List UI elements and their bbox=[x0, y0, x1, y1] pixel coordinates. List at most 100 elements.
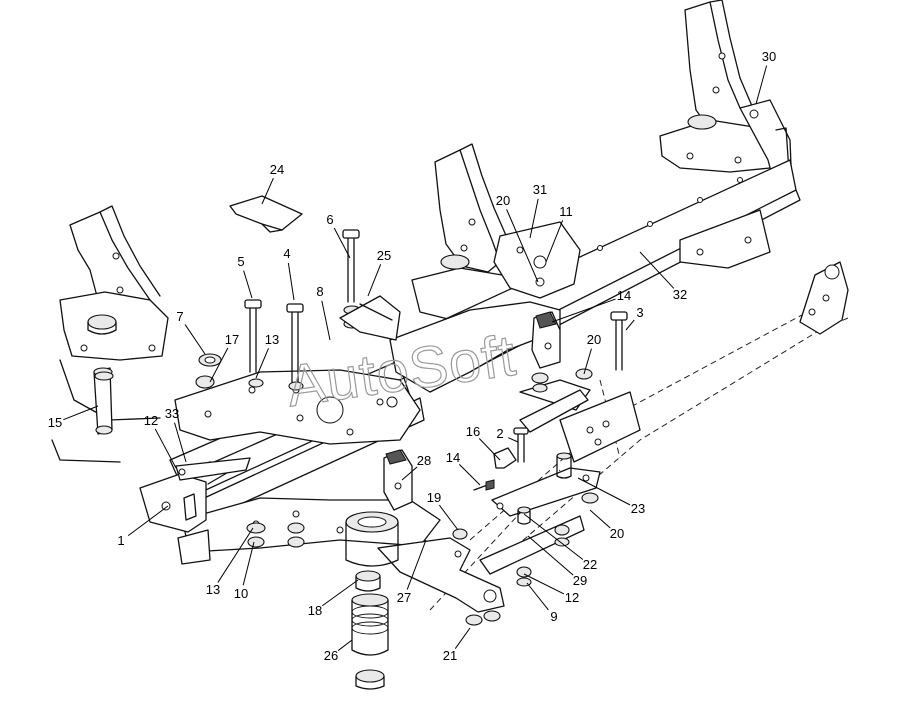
callout-c11: 11 bbox=[559, 204, 573, 219]
leader-line-c12b bbox=[523, 573, 565, 595]
leader-line-c20c bbox=[589, 509, 611, 529]
leader-line-c14b bbox=[459, 464, 481, 486]
leader-line-c25 bbox=[367, 264, 382, 297]
callout-c20b: 20 bbox=[587, 332, 601, 347]
leader-line-c15 bbox=[63, 405, 99, 421]
leader-line-c26 bbox=[337, 639, 353, 651]
callout-c2: 2 bbox=[496, 426, 503, 441]
leader-line-c13a bbox=[255, 348, 269, 379]
leader-line-c16 bbox=[478, 438, 501, 461]
callout-c22: 22 bbox=[583, 557, 597, 572]
leader-line-c24 bbox=[261, 178, 274, 205]
leader-line-c8 bbox=[321, 300, 331, 341]
leader-line-c5 bbox=[243, 270, 253, 299]
callout-c14a: 14 bbox=[617, 288, 631, 303]
bearing-housing bbox=[345, 511, 399, 567]
callout-c29: 29 bbox=[573, 573, 587, 588]
callout-labels: 1234567891011121213131414151617181920202… bbox=[48, 49, 776, 663]
clip-and-pin bbox=[473, 447, 517, 491]
left-hitch-tower bbox=[51, 205, 169, 463]
callout-c5: 5 bbox=[237, 254, 244, 269]
callout-c13b: 13 bbox=[206, 582, 220, 597]
callout-c4: 4 bbox=[283, 246, 290, 261]
leader-line-c2 bbox=[508, 437, 519, 443]
callout-c3: 3 bbox=[636, 305, 643, 320]
leader-line-c29 bbox=[527, 535, 574, 576]
callout-c23: 23 bbox=[631, 501, 645, 516]
callout-c12a: 12 bbox=[144, 413, 158, 428]
leader-line-c9 bbox=[526, 582, 549, 611]
leader-line-c6 bbox=[333, 227, 351, 259]
callout-c18: 18 bbox=[308, 603, 322, 618]
callout-c25: 25 bbox=[377, 248, 391, 263]
left-pivot-pin bbox=[94, 371, 114, 381]
leader-line-c18 bbox=[322, 579, 359, 607]
callout-c32: 32 bbox=[673, 287, 687, 302]
leader-line-c28 bbox=[401, 466, 418, 481]
leader-line-c12a bbox=[154, 428, 177, 469]
callout-c33: 33 bbox=[165, 406, 179, 421]
callout-c16: 16 bbox=[466, 424, 480, 439]
callout-c28: 28 bbox=[417, 453, 431, 468]
beam-plate-31 bbox=[493, 221, 581, 299]
callout-c19: 19 bbox=[427, 490, 441, 505]
leader-line-c20a bbox=[506, 209, 539, 283]
spacer-ring bbox=[355, 570, 381, 592]
left-mount-bracket bbox=[139, 461, 233, 565]
callout-c21: 21 bbox=[443, 648, 457, 663]
leader-line-c14a bbox=[551, 298, 616, 323]
link-bar bbox=[479, 389, 601, 575]
leader-line-c27 bbox=[406, 539, 427, 590]
leader-line-c17 bbox=[209, 347, 229, 383]
leader-line-c4 bbox=[287, 262, 295, 301]
clamp-block-28 bbox=[383, 449, 413, 511]
spacer-22 bbox=[517, 506, 531, 525]
callout-c15: 15 bbox=[48, 415, 62, 430]
leader-line-c23 bbox=[577, 477, 631, 506]
leader-line-c32 bbox=[639, 251, 675, 289]
leader-line-c13b bbox=[217, 527, 254, 583]
plate-33 bbox=[175, 457, 251, 481]
callout-c31: 31 bbox=[533, 182, 547, 197]
callout-c20c: 20 bbox=[610, 526, 624, 541]
pivot-shaft bbox=[351, 593, 389, 690]
callout-c30: 30 bbox=[762, 49, 776, 64]
leader-line-c31 bbox=[529, 198, 539, 239]
bracket-24 bbox=[229, 195, 303, 233]
callout-c26: 26 bbox=[324, 648, 338, 663]
callout-c10: 10 bbox=[234, 586, 248, 601]
callout-c8: 8 bbox=[316, 284, 323, 299]
lower-swing-arm bbox=[377, 537, 505, 613]
leader-line-c22 bbox=[523, 513, 584, 560]
callout-c27: 27 bbox=[397, 590, 411, 605]
leader-line-c30 bbox=[755, 65, 768, 105]
callout-c17: 17 bbox=[225, 332, 239, 347]
callout-c9: 9 bbox=[550, 609, 557, 624]
central-mount-plate bbox=[174, 369, 421, 445]
dashed-outer-arm bbox=[429, 261, 849, 611]
washers-nuts bbox=[195, 305, 599, 626]
callout-c24: 24 bbox=[270, 162, 284, 177]
callout-c6: 6 bbox=[326, 212, 333, 227]
frame-artwork: AutoSoft bbox=[51, 0, 849, 690]
clamp-block-upper bbox=[531, 311, 561, 369]
callout-c7: 7 bbox=[176, 309, 183, 324]
leader-line-c19 bbox=[438, 504, 459, 531]
callout-c20a: 20 bbox=[496, 193, 510, 208]
leader-line-c11 bbox=[545, 220, 564, 263]
leader-line-c21 bbox=[454, 627, 471, 649]
leader-line-c10 bbox=[242, 541, 255, 586]
callout-c1: 1 bbox=[117, 533, 124, 548]
bushing-23 bbox=[556, 452, 572, 479]
leader-line-c7 bbox=[184, 324, 206, 355]
callout-c12b: 12 bbox=[565, 590, 579, 605]
leader-line-c33 bbox=[174, 422, 187, 463]
leader-line-c1 bbox=[127, 505, 169, 537]
callout-c14b: 14 bbox=[446, 450, 460, 465]
callout-c13a: 13 bbox=[265, 332, 279, 347]
bracket-25 bbox=[339, 295, 401, 341]
leader-line-c3 bbox=[625, 319, 635, 331]
bolts bbox=[244, 229, 628, 463]
